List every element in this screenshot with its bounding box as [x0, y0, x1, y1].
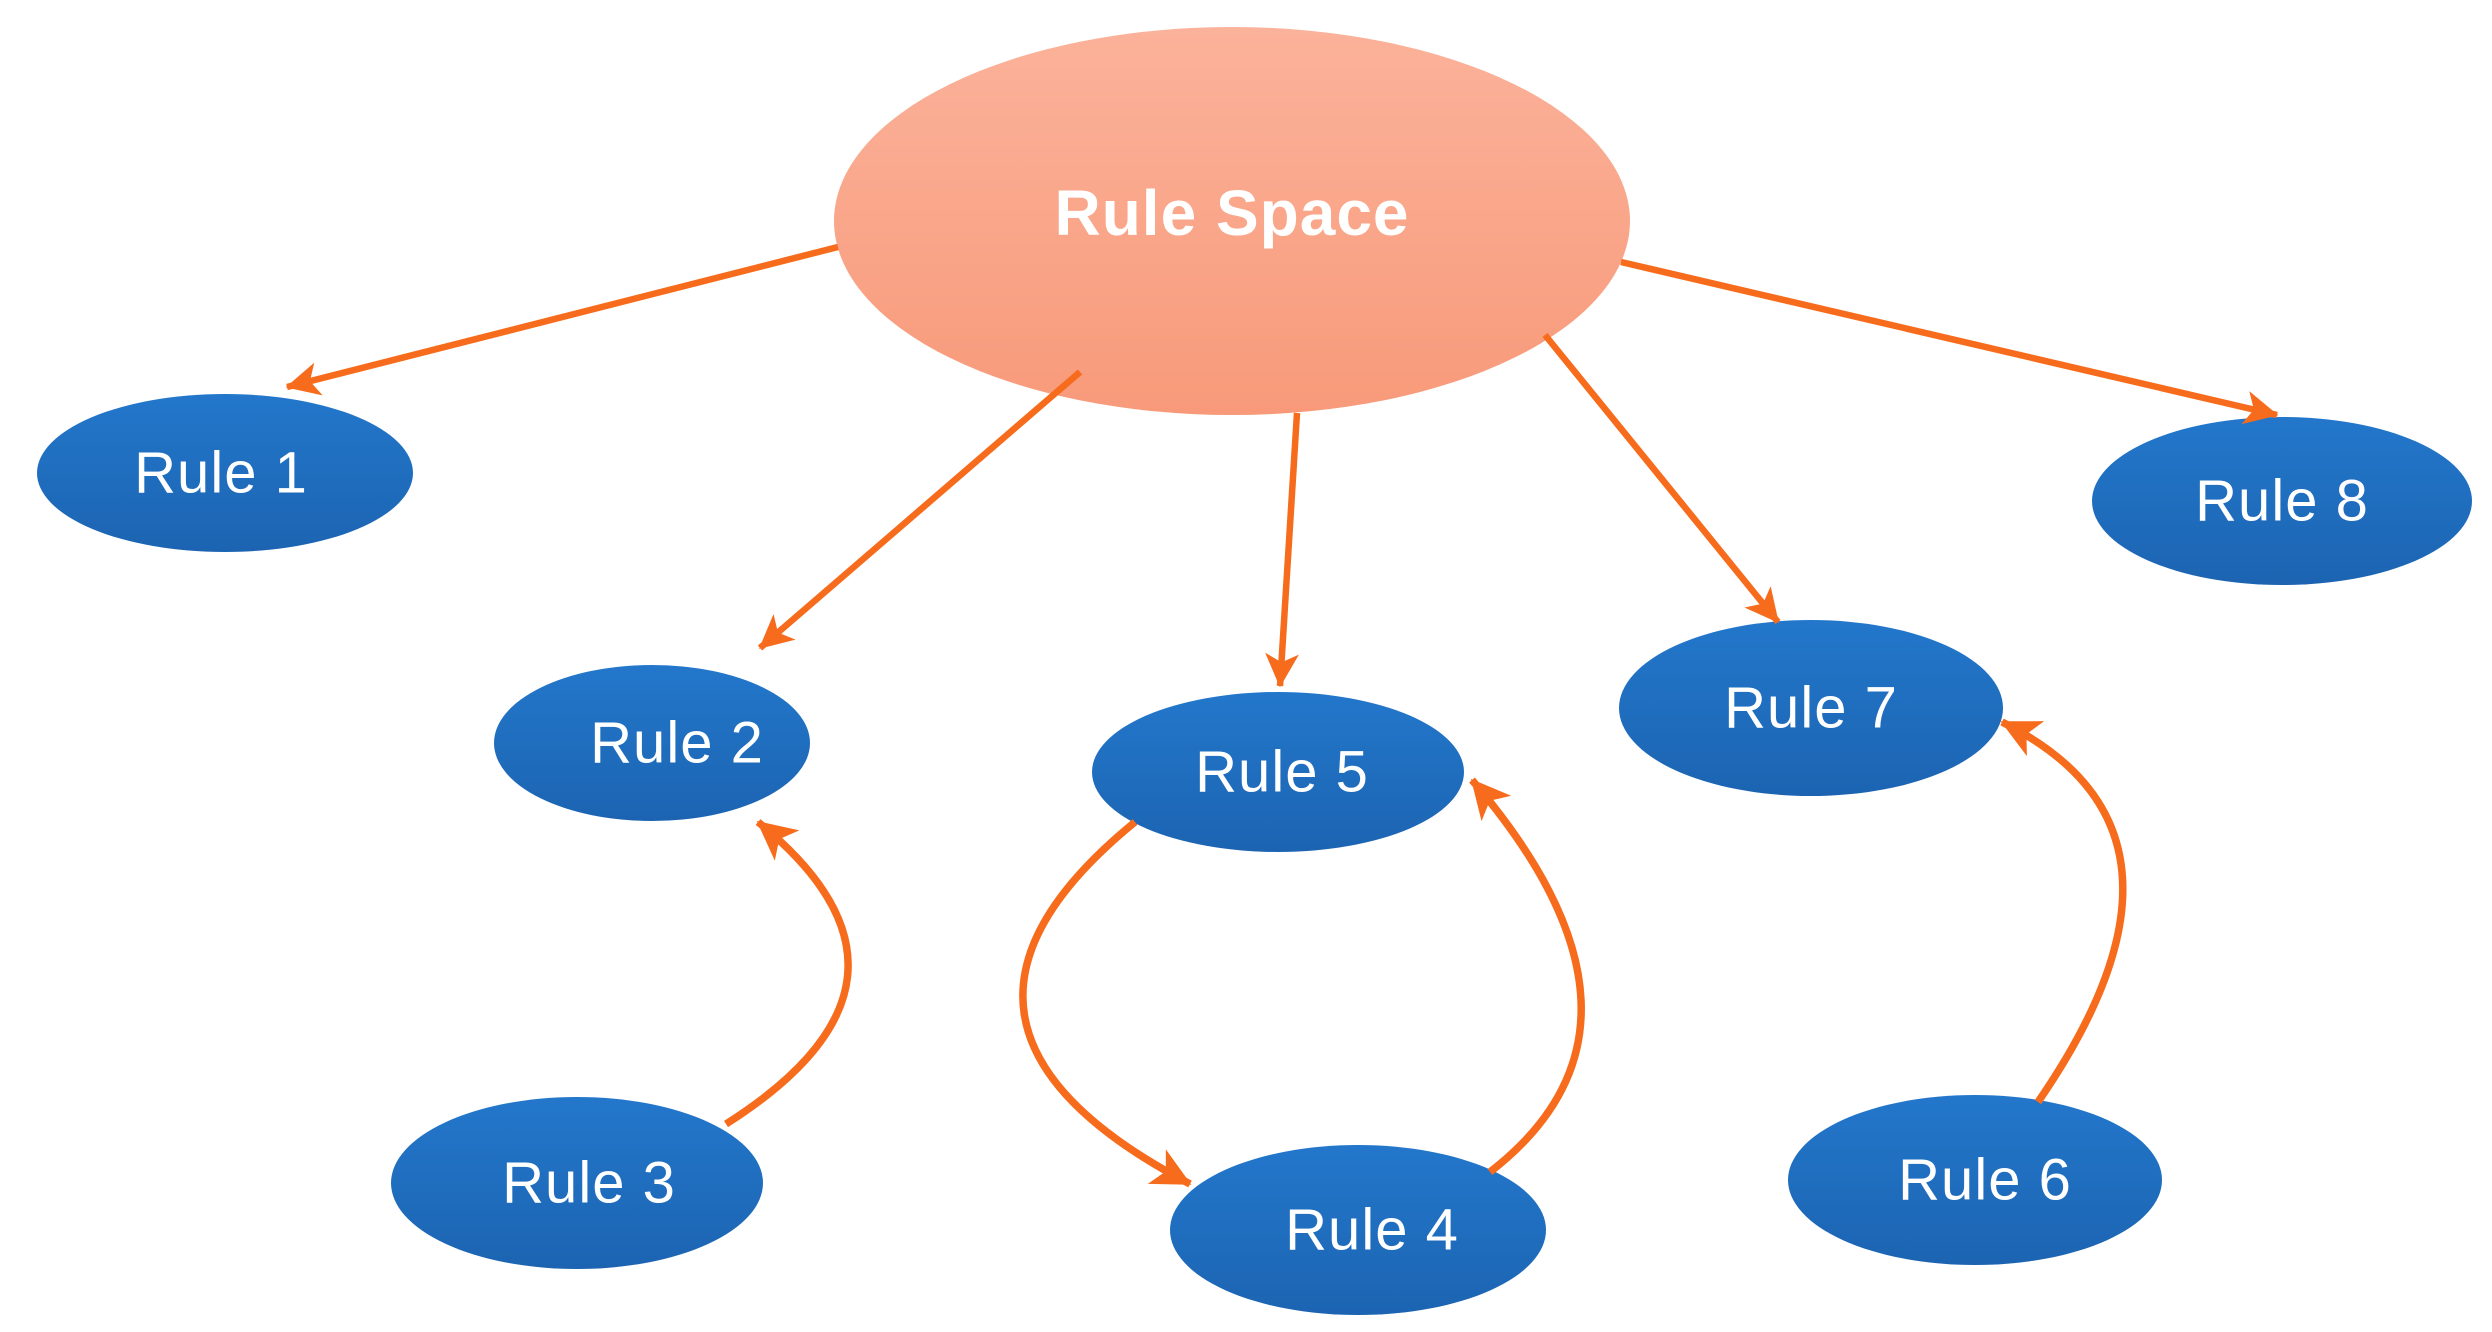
- node-rule-6-ellipse: [1788, 1095, 2162, 1265]
- node-rule-1-ellipse: [37, 394, 413, 552]
- node-rule-4-label: Rule 4: [1285, 1198, 1459, 1263]
- node-rule-2-label: Rule 2: [590, 711, 764, 776]
- edge-rule-space-to-rule-5-arrow: [1265, 412, 1301, 688]
- edge-rule-5-to-rule-4-arrow: [1019, 819, 1192, 1188]
- node-rule-space-root-ellipse: [834, 27, 1630, 415]
- node-rule-3-ellipse: [391, 1097, 763, 1269]
- edge-rule-4-to-rule-5-arrow: [1469, 777, 1585, 1175]
- node-rule-5-ellipse: [1092, 692, 1464, 852]
- edge-rule-6-to-rule-7-arrow: [2000, 718, 2127, 1105]
- node-rule-2-ellipse: [494, 665, 810, 821]
- node-rule-7-ellipse: [1619, 620, 2003, 796]
- node-rule-space-label: Rule Space: [1054, 177, 1409, 249]
- edge-rule-3-to-rule-2-arrow: [723, 819, 852, 1128]
- node-rule-4-ellipse: [1170, 1145, 1546, 1315]
- edge-rule-space-to-rule-8-arrow: [1620, 258, 2279, 425]
- node-rule-1-label: Rule 1: [134, 441, 308, 506]
- edge-rule-space-to-rule-2-arrow: [757, 369, 1083, 651]
- edges-layer: [285, 243, 2279, 1188]
- edge-rule-space-to-rule-1-arrow: [285, 243, 839, 396]
- node-rule-6-label: Rule 6: [1898, 1148, 2072, 1213]
- node-rule-8-ellipse: [2092, 417, 2472, 585]
- node-rule-8-label: Rule 8: [2195, 469, 2369, 534]
- edge-rule-space-to-rule-7-arrow: [1542, 332, 1781, 625]
- node-rule-5-label: Rule 5: [1195, 740, 1369, 805]
- node-rule-3-label: Rule 3: [502, 1151, 676, 1216]
- node-rule-7-label: Rule 7: [1724, 676, 1898, 741]
